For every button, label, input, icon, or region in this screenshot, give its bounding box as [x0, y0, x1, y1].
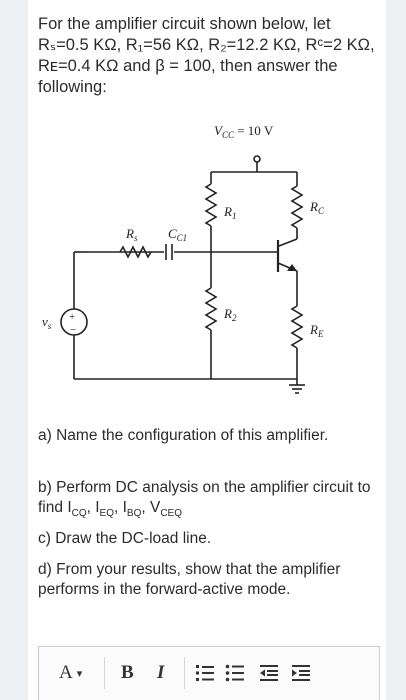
- r1-label: R1: [223, 204, 236, 221]
- re-resistor: [290, 305, 304, 349]
- bulleted-list-icon[interactable]: [225, 661, 245, 685]
- question-b: b) Perform DC analysis on the amplifier …: [38, 479, 371, 520]
- indent-icon[interactable]: [291, 661, 311, 685]
- cc1-label: CC1: [168, 226, 187, 243]
- editor-toolbar: A▾ B I: [38, 646, 380, 700]
- vs-label: vs: [42, 314, 52, 331]
- font-color-button[interactable]: A▾: [59, 662, 83, 683]
- italic-button[interactable]: I: [157, 662, 165, 683]
- outdent-icon[interactable]: [259, 661, 279, 685]
- question-c: c) Draw the DC-load line.: [38, 530, 212, 547]
- amplifier-circuit-diagram: VCC = 10 V R1 RC Rs CC1: [42, 123, 325, 394]
- rc-resistor: [290, 185, 304, 229]
- svg-text:−: −: [70, 324, 76, 336]
- question-a: a) Name the configuration of this amplif…: [38, 427, 329, 444]
- ground-icon: [289, 384, 305, 394]
- vcc-label: VCC = 10 V: [214, 123, 274, 140]
- rs-label: Rs: [125, 226, 138, 243]
- bold-button[interactable]: B: [121, 662, 134, 683]
- rs-resistor: [119, 245, 152, 259]
- svg-text:+: +: [69, 311, 75, 323]
- rc-label: RC: [309, 199, 325, 216]
- intro-text: For the amplifier circuit shown below, l…: [38, 15, 375, 96]
- re-label: RE: [309, 322, 324, 339]
- question-d: d) From your results, show that the ampl…: [38, 561, 341, 598]
- r2-label: R2: [223, 306, 237, 323]
- toolbar-divider: [104, 657, 105, 689]
- numbered-list-icon[interactable]: [195, 661, 215, 685]
- r2-resistor: [204, 287, 218, 331]
- chevron-down-icon: ▾: [76, 667, 83, 680]
- emitter-arrow: [287, 264, 297, 271]
- toolbar-divider: [184, 657, 185, 689]
- problem-statement: For the amplifier circuit shown below, l…: [38, 14, 378, 98]
- vcc-terminal: [253, 155, 261, 163]
- r1-resistor: [204, 183, 218, 227]
- question-card: For the amplifier circuit shown below, l…: [28, 0, 386, 700]
